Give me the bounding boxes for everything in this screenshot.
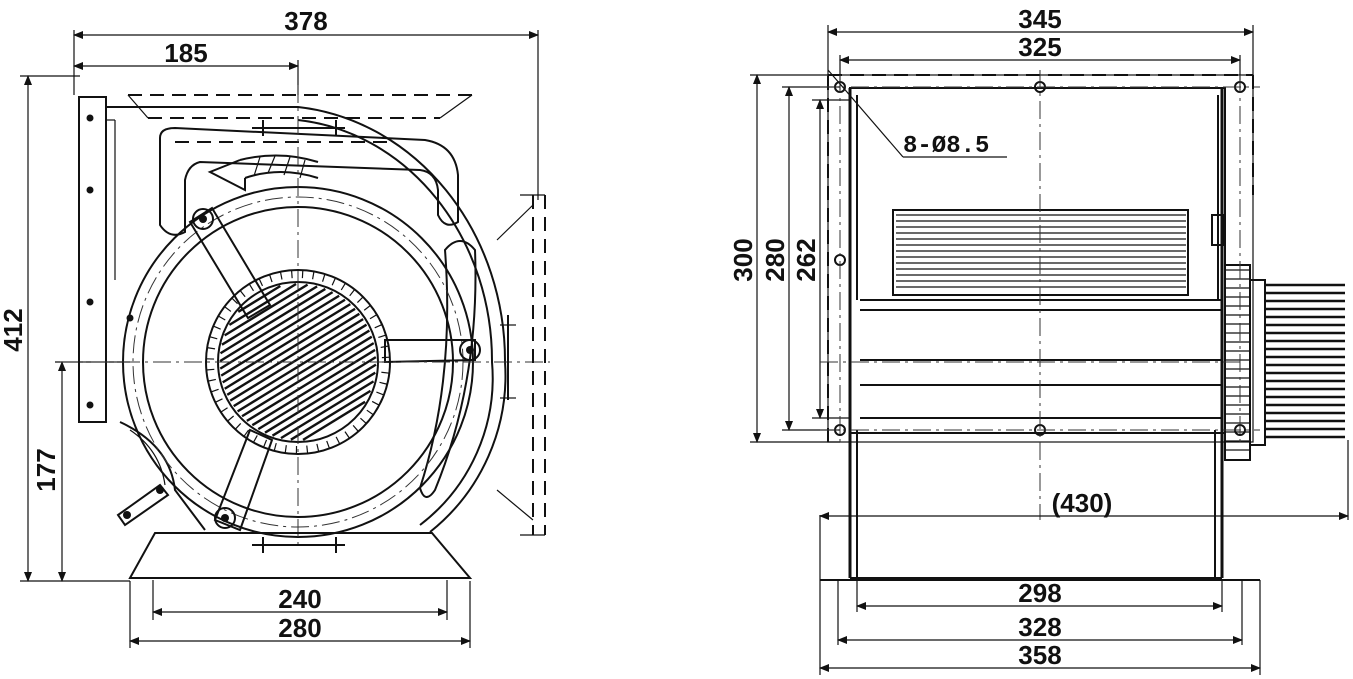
dim-inlet-width: 298 [856,578,1223,612]
hole-note-label: 8-Ø8.5 [903,133,989,160]
dim-label-177: 177 [31,448,61,491]
dim-label-328: 328 [1018,612,1061,642]
support-arms [116,206,481,532]
side-housing [848,87,1226,579]
dim-label-430: (430) [1052,488,1113,518]
front-flange [78,96,134,423]
dim-inner-height: 262 [791,99,850,419]
dim-label-412: 412 [0,308,28,351]
front-top-marks [252,120,345,553]
dim-base-holes: 240 [152,584,448,616]
dim-hole-spacing-height: 280 [760,86,840,431]
front-base [128,532,473,648]
dim-label-300: 300 [728,238,758,281]
dim-side-base-width: 358 [819,640,1261,672]
dim-base-width: 280 [129,613,471,645]
dim-flange-width: 345 [827,4,1254,80]
dim-label-358: 358 [1018,640,1061,670]
side-impeller [892,209,1189,296]
dim-flange-height: 300 [728,74,840,443]
front-view: 378 185 412 177 [0,6,550,648]
rotation-arrow [207,154,319,192]
dim-height-to-center: 177 [31,361,130,582]
dim-width-overall: 378 [73,6,539,200]
dim-label-280-side: 280 [760,238,790,281]
dim-label-262: 262 [791,238,821,281]
dim-width-to-center: 185 [73,38,299,95]
side-centerlines [820,70,1260,520]
side-base [820,579,1261,675]
front-right-dashed [496,194,546,536]
dim-side-base-holes: 328 [837,612,1243,644]
dim-label-185: 185 [164,38,207,68]
front-scroll-housing [106,106,507,533]
dim-label-378: 378 [284,6,327,36]
front-centerlines [60,85,550,545]
dim-label-345: 345 [1018,4,1061,34]
side-motor [1211,214,1345,461]
dim-label-298: 298 [1018,578,1061,608]
side-view: 345 325 300 280 262 [728,4,1349,675]
dim-label-280-base: 280 [278,613,321,643]
dim-label-325: 325 [1018,32,1061,62]
motor-fins [206,270,390,454]
dim-height-overall: 412 [0,75,130,582]
hole-callout: 8-Ø8.5 [827,69,1007,160]
dim-label-240: 240 [278,584,321,614]
dim-hole-spacing-width: 325 [839,32,1241,90]
dim-overall-length: (430) [819,440,1349,675]
